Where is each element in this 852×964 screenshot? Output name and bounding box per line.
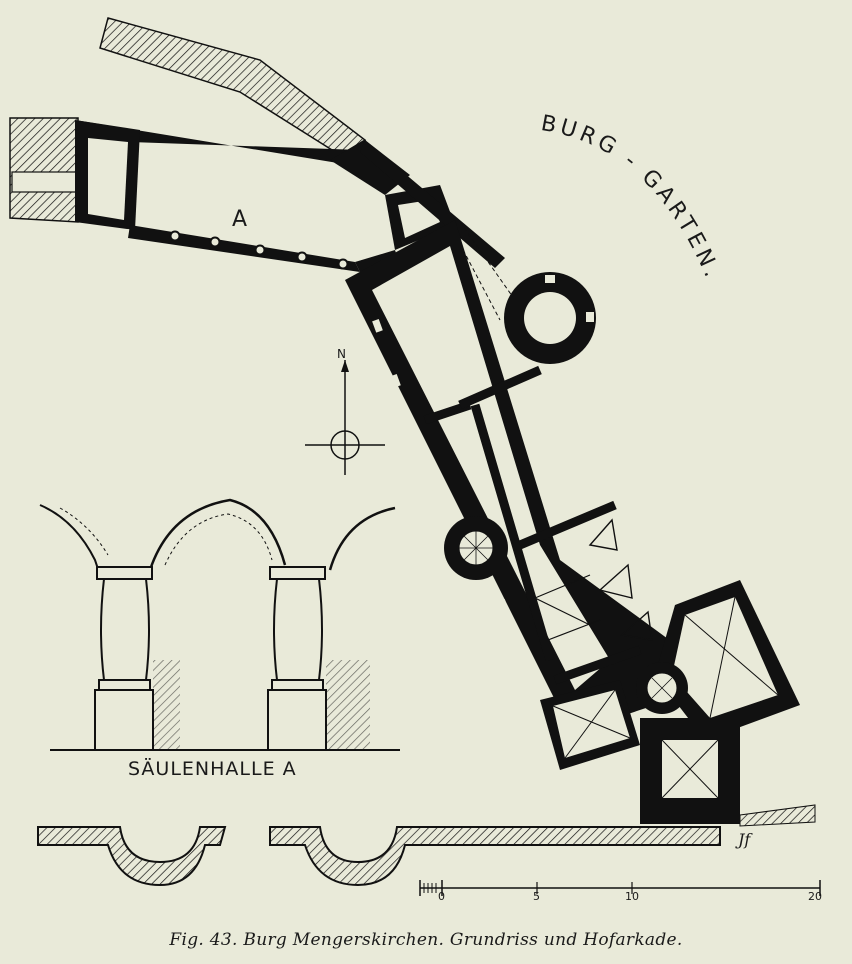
figure-caption: Fig. 43. Burg Mengerskirchen. Grundriss …	[169, 930, 683, 950]
scale-tick-10: 10	[625, 890, 639, 903]
hatched-wall-fragment	[9, 17, 367, 223]
main-building	[345, 220, 700, 720]
garden-label: BURG - GARTEN.	[540, 111, 725, 284]
arcade-columns	[169, 230, 349, 270]
stair-tower-west	[444, 516, 508, 580]
artist-initials: Jf	[738, 830, 751, 849]
south-block	[540, 580, 816, 827]
garden-label-text: BURG - GARTEN.	[540, 111, 721, 284]
room-a-label: A	[232, 207, 248, 232]
arch-profile-sections	[37, 826, 721, 887]
corner-junction	[330, 140, 516, 321]
north-arrow-icon	[305, 360, 385, 475]
north-label: N	[337, 347, 346, 361]
svg-text:BURG - GARTEN.: BURG - GARTEN.	[540, 111, 725, 284]
arcade-wing-a	[75, 120, 360, 272]
scale-tick-0: 0	[438, 890, 445, 903]
column-hall-elevation	[39, 498, 400, 751]
round-tower-north	[504, 272, 596, 364]
scale-tick-5: 5	[533, 890, 540, 903]
column-hall-label: SÄULENHALLE A	[128, 758, 297, 780]
scale-tick-20: 20	[808, 890, 822, 903]
scale-bar-icon	[419, 880, 821, 896]
